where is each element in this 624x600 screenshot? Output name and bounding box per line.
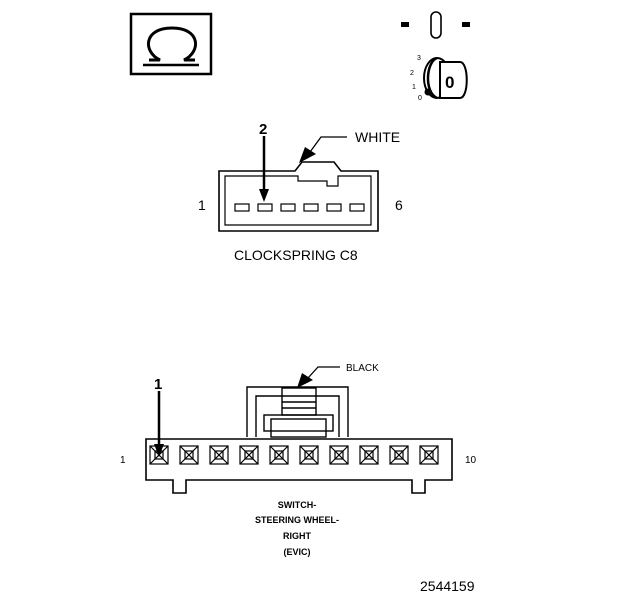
- ignition-scale-2: 2: [410, 70, 414, 77]
- steering-switch-probe-arrow: [154, 391, 164, 457]
- clockspring-title: CLOCKSPRING C8: [234, 247, 358, 263]
- clockspring-pin-1: [234, 203, 250, 212]
- steering-switch-pin-start: 1: [120, 455, 126, 466]
- figure-number: 2544159: [420, 578, 475, 594]
- clockspring-pin-6: [349, 203, 365, 212]
- clockspring-pin-2: [257, 203, 273, 212]
- steering-switch-connector: [145, 386, 453, 494]
- clockspring-pin-start: 1: [198, 197, 206, 213]
- clockspring-pin-3: [280, 203, 296, 212]
- ignition-scale-1: 1: [412, 84, 416, 91]
- steering-switch-pin-end: 10: [465, 455, 477, 466]
- ignition-slot: [430, 11, 442, 39]
- steering-switch-pin-7: [329, 445, 349, 465]
- steering-switch-pin-5: [269, 445, 289, 465]
- clockspring-probe-arrow: [259, 136, 269, 202]
- ignition-dash-right: [462, 22, 470, 27]
- clockspring-color-leader: [299, 136, 347, 163]
- ignition-scale-0: 0: [418, 95, 422, 102]
- clockspring-pin-end: 6: [395, 197, 403, 213]
- steering-switch-title-line-1: SWITCH-: [278, 500, 317, 510]
- steering-switch-pin-2: [179, 445, 199, 465]
- steering-switch-pin-8: [359, 445, 379, 465]
- steering-switch-pin-4: [239, 445, 259, 465]
- ignition-key-label: 0: [445, 73, 454, 92]
- steering-switch-title-line-3: RIGHT: [283, 531, 312, 541]
- steering-switch-color-leader: [297, 366, 340, 388]
- clockspring-probe-pin-label: 2: [259, 121, 267, 138]
- steering-switch-pin-6: [299, 445, 319, 465]
- clockspring-pin-4: [303, 203, 319, 212]
- ohmmeter-omega-icon: [129, 12, 213, 76]
- ignition-scale-3: 3: [417, 55, 421, 62]
- clockspring-connector: [218, 161, 379, 232]
- steering-switch-pin-10: [419, 445, 439, 465]
- steering-switch-latch: [246, 386, 349, 438]
- steering-switch-title-line-4: (EVIC): [284, 547, 311, 557]
- ignition-dash-left: [401, 22, 409, 27]
- clockspring-wire-color: WHITE: [355, 129, 400, 145]
- steering-switch-title-line-2: STEERING WHEEL-: [255, 515, 339, 525]
- clockspring-pins: [234, 203, 365, 212]
- steering-switch-pin-9: [389, 445, 409, 465]
- steering-switch-pin-3: [209, 445, 229, 465]
- steering-switch-wire-color: BLACK: [346, 363, 379, 374]
- steering-switch-probe-pin-label: 1: [154, 376, 162, 393]
- ignition-key-off-icon: 3 2 1 0 0: [401, 11, 470, 102]
- clockspring-pin-5: [326, 203, 342, 212]
